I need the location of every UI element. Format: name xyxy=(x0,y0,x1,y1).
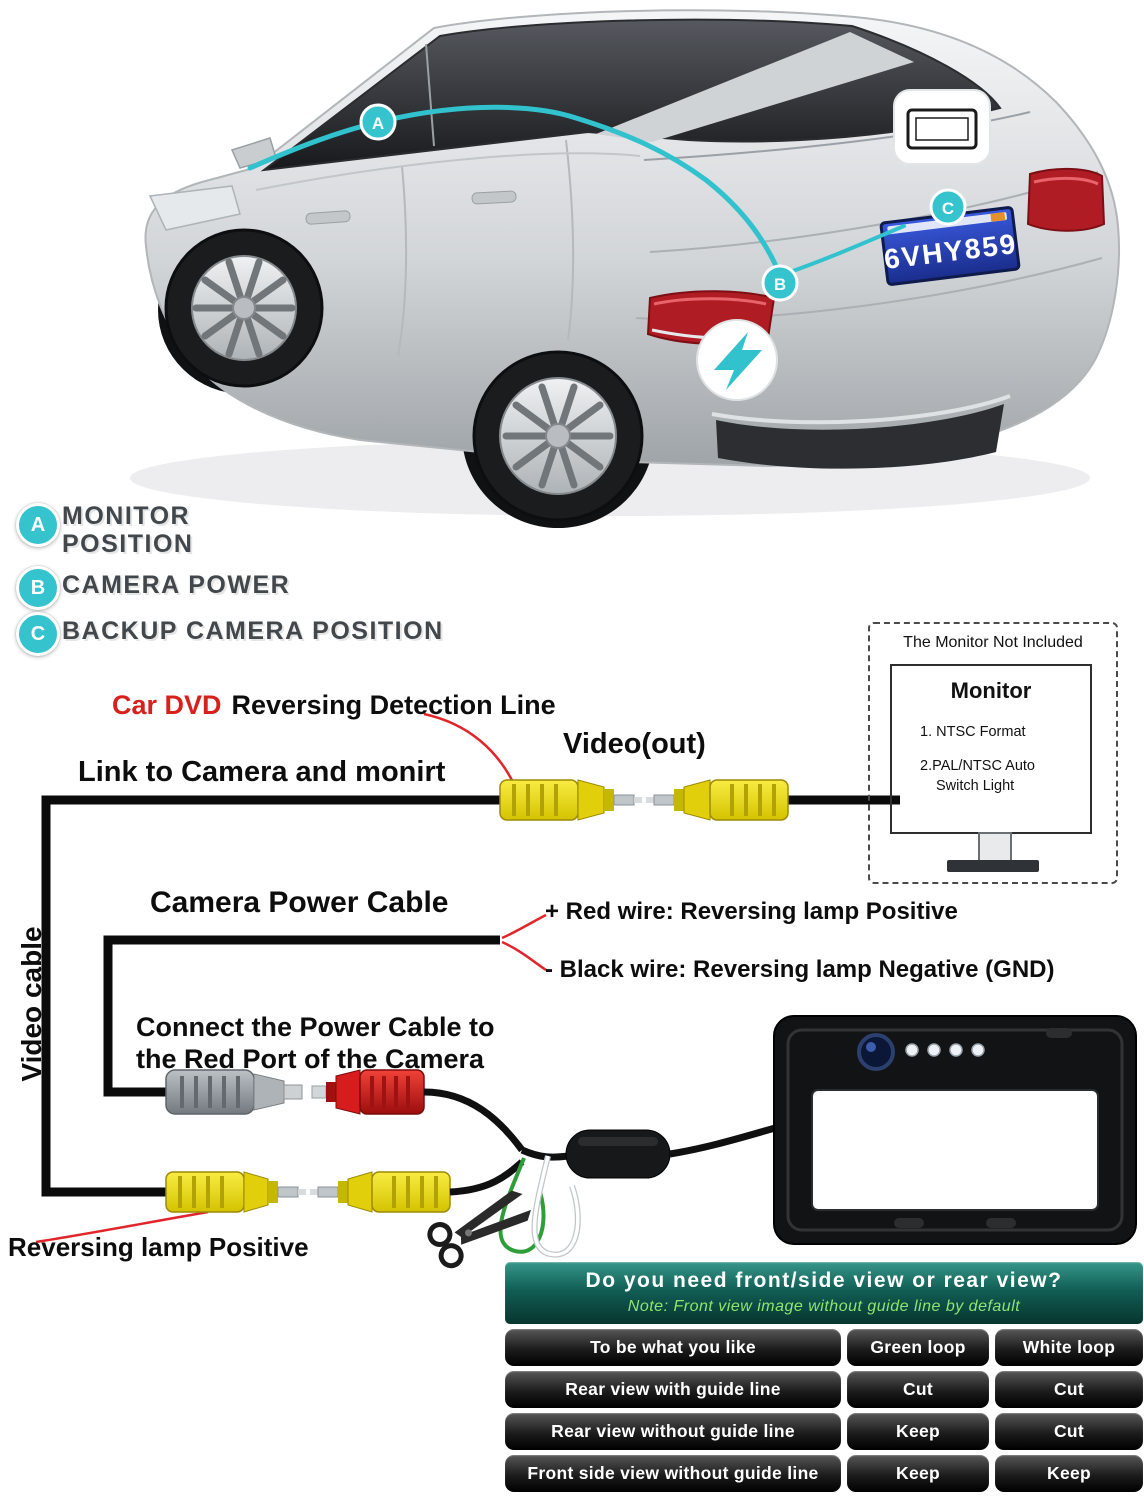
red-plug-cable xyxy=(423,1088,525,1153)
monitor-box: The Monitor Not Included Monitor 1. NTSC… xyxy=(868,622,1118,884)
rca-plug-red xyxy=(311,1069,425,1115)
table-header-title: Do you need front/side view or rear view… xyxy=(585,1269,1063,1292)
legend-label-c: BACKUP CAMERA POSITION xyxy=(62,617,444,645)
rear-door-seam xyxy=(565,139,575,341)
license-plate: 6VHY859 xyxy=(879,206,1021,286)
wiring-diagram xyxy=(35,712,1137,1269)
power-badge xyxy=(696,319,778,401)
legend-badge-a: A xyxy=(16,503,60,547)
license-plate-frame-camera xyxy=(773,1015,1137,1245)
red-pointer-blackwire xyxy=(501,940,547,972)
label-reversing-lamp-positive: Reversing lamp Positive xyxy=(8,1232,309,1262)
table-header: Do you need front/side view or rear view… xyxy=(505,1262,1143,1324)
monitor-title: Monitor xyxy=(950,678,1032,703)
rca-plug-yellow-top-right xyxy=(646,779,789,821)
table-cell: To be what you like xyxy=(505,1329,841,1366)
rear-door-handle xyxy=(471,190,517,205)
marker-a: A xyxy=(359,103,397,141)
table-cell: Cut xyxy=(995,1371,1143,1408)
table-cell: Keep xyxy=(847,1413,989,1450)
red-pointer-dvd xyxy=(423,712,516,785)
camera-cable-route-2 xyxy=(788,224,906,274)
camera-cable-route xyxy=(247,104,779,269)
white-loop-wire xyxy=(532,1155,580,1257)
label-connect-power-1: Connect the Power Cable to xyxy=(136,1012,495,1042)
front-wheel xyxy=(164,228,324,388)
monitor-not-included-note: The Monitor Not Included xyxy=(903,634,1083,651)
car-c-pillar xyxy=(596,32,914,142)
table-cell: Keep xyxy=(995,1455,1143,1492)
monitor-spec-pal: 2.PAL/NTSC Auto xyxy=(920,758,1035,774)
table-row: Rear view with guide line Cut Cut xyxy=(505,1371,1143,1408)
ferrite-highlight xyxy=(578,1137,658,1146)
label-black-wire: - Black wire: Reversing lamp Negative (G… xyxy=(545,956,1055,983)
label-detection: Reversing Detection Line xyxy=(231,690,556,720)
rca-plug-yellow-bottom-left xyxy=(165,1171,306,1213)
table-cell: Keep xyxy=(847,1455,989,1492)
legend-label-a-line2: POSITION xyxy=(62,530,194,558)
plate-frame-icon xyxy=(893,89,991,165)
power-cable-line xyxy=(103,935,500,1097)
camera-lens xyxy=(857,1033,895,1071)
bottom-pair-cable xyxy=(449,1159,525,1196)
front-door-handle xyxy=(305,210,351,225)
label-car-dvd: Car DVD xyxy=(112,690,222,720)
label-video-cable: Video cable xyxy=(16,926,47,1082)
table-cell: Cut xyxy=(847,1371,989,1408)
legend-badge-b: B xyxy=(16,566,60,610)
legend-label-b: CAMERA POWER xyxy=(62,571,291,599)
table-cell: White loop xyxy=(995,1329,1143,1366)
belt-crease xyxy=(255,152,641,191)
legend-badge-c: C xyxy=(16,612,60,656)
legend-label-a-line1: MONITOR xyxy=(62,502,191,530)
table-row: To be what you like Green loop White loo… xyxy=(505,1329,1143,1366)
label-red-wire: + Red wire: Reversing lamp Positive xyxy=(545,898,958,925)
marker-c: C xyxy=(929,188,967,226)
table-cell: Green loop xyxy=(847,1329,989,1366)
rear-wheel xyxy=(472,350,644,522)
marker-b: B xyxy=(761,264,799,302)
monitor-stand-pole xyxy=(978,832,1012,862)
rca-plug-yellow-bottom-right xyxy=(310,1171,451,1213)
table-cell: Cut xyxy=(995,1413,1143,1450)
label-camera-power-cable: Camera Power Cable xyxy=(150,886,449,919)
car-b-pillar-line xyxy=(425,43,435,147)
headlight xyxy=(148,185,241,231)
video-cable-line xyxy=(41,795,500,1197)
table-cell: Rear view with guide line xyxy=(505,1371,841,1408)
tail-light-right xyxy=(1026,167,1106,232)
frame-opening xyxy=(811,1089,1099,1211)
chrome-trim xyxy=(711,394,1011,425)
red-pointer-redwire xyxy=(501,913,547,940)
table-header-note: Note: Front view image without guide lin… xyxy=(627,1298,1021,1315)
rear-diffuser xyxy=(716,404,1004,469)
legend-label-a: MONITOR POSITION xyxy=(62,502,193,558)
label-connect-power-2: the Red Port of the Camera xyxy=(136,1044,485,1074)
monitor-spec-ntsc: 1. NTSC Format xyxy=(920,724,1026,740)
table-row: Rear view without guide line Keep Cut xyxy=(505,1413,1143,1450)
car-illustration: 6VHY859 xyxy=(130,9,1121,528)
red-pointer-revlamp xyxy=(35,1210,209,1244)
label-link-camera-monitor: Link to Camera and monirt xyxy=(78,756,446,788)
table-cell: Rear view without guide line xyxy=(505,1413,841,1450)
label-reversing-detection-line: Car DVD Reversing Detection Line xyxy=(112,690,556,721)
camera-led-lights xyxy=(905,1043,985,1057)
scissors-icon xyxy=(427,1190,531,1269)
label-video-out: Video(out) xyxy=(563,728,706,760)
lightning-icon xyxy=(714,332,762,390)
view-option-table: Do you need front/side view or rear view… xyxy=(505,1262,1143,1492)
monitor-screen: Monitor 1. NTSC Format 2.PAL/NTSC Auto S… xyxy=(890,664,1092,834)
front-door-seam xyxy=(397,165,408,357)
svg-text:B: B xyxy=(774,275,786,294)
table-cell: Front side view without guide line xyxy=(505,1455,841,1492)
rca-plug-yellow-top-left xyxy=(499,779,642,821)
monitor-stand-base xyxy=(947,860,1039,872)
svg-text:A: A xyxy=(372,114,384,133)
dc-power-plug-gray xyxy=(165,1069,303,1115)
monitor-spec-switch: Switch Light xyxy=(936,778,1015,794)
svg-text:C: C xyxy=(942,199,954,218)
table-row: Front side view without guide line Keep … xyxy=(505,1455,1143,1492)
